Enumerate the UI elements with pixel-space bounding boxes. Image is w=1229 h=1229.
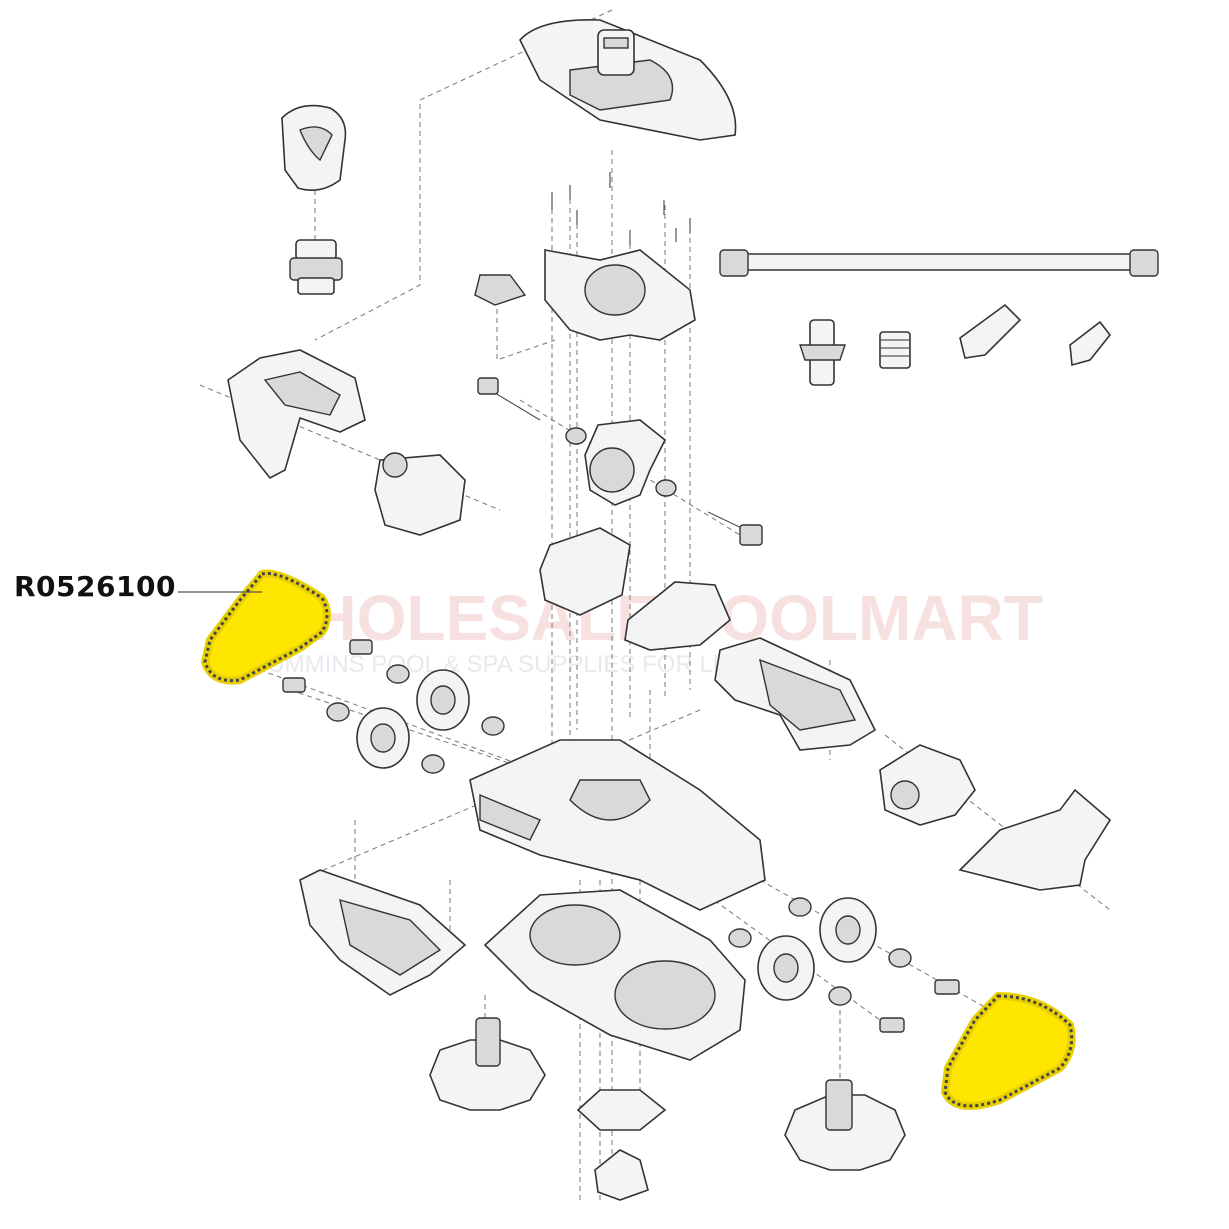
base-plate xyxy=(483,889,746,1061)
screws-top xyxy=(551,172,691,245)
left-wheels xyxy=(282,639,505,774)
left-track-highlighted xyxy=(201,569,331,685)
chassis xyxy=(469,739,766,911)
right-bumper xyxy=(714,637,877,751)
bottom-clips xyxy=(576,1089,667,1201)
hose-tube xyxy=(719,249,1159,277)
turbine-housing xyxy=(374,419,677,536)
hose-fittings xyxy=(799,303,1112,386)
inner-frame-parts xyxy=(539,527,731,651)
top-cover xyxy=(519,19,737,141)
hose-connector xyxy=(289,239,343,295)
hose-cap xyxy=(281,104,347,191)
right-wheels xyxy=(728,897,960,1033)
upper-frame xyxy=(474,249,696,341)
right-gear-housing xyxy=(879,744,976,826)
watermark-subtitle: CUMMINS POOL & SPA SUPPLIES FOR LESS xyxy=(250,651,761,678)
brush-impellers xyxy=(429,1017,906,1171)
right-side-cover xyxy=(958,788,1112,891)
left-bumper xyxy=(299,869,467,996)
left-side-cover xyxy=(227,349,366,480)
right-track-highlighted xyxy=(941,992,1076,1110)
part-number-label: R0526100 xyxy=(14,570,176,603)
drive-shaft xyxy=(477,377,763,546)
